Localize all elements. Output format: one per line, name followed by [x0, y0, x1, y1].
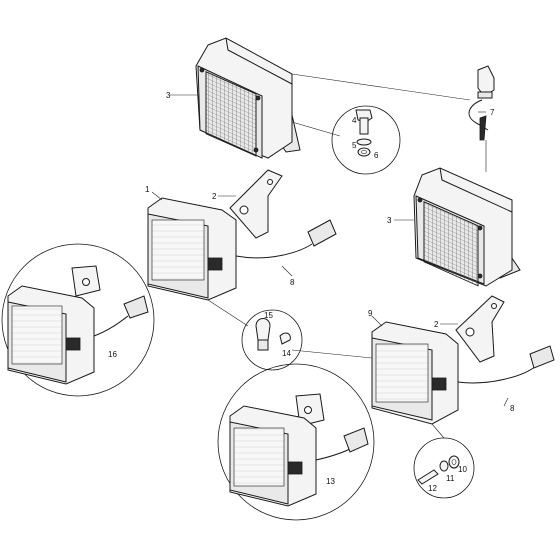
- callout-6: 6: [374, 151, 379, 160]
- work-lamp-upper: [195, 37, 301, 159]
- callout-9: 9: [368, 309, 373, 318]
- callout-3-upper: 3: [166, 91, 171, 100]
- bolt-washer-group: [331, 105, 401, 175]
- callout-14: 14: [282, 349, 291, 358]
- bracket-upper: [229, 169, 283, 239]
- callout-10: 10: [458, 465, 467, 474]
- detail-circle-fasteners: [413, 437, 475, 499]
- detail-circle-13: [217, 363, 375, 521]
- callout-2-lower: 2: [434, 320, 439, 329]
- callout-16: 16: [108, 350, 117, 359]
- work-lamp-lower: [413, 167, 521, 287]
- callout-1: 1: [145, 185, 150, 194]
- tail-lamp-1: [147, 197, 337, 301]
- callout-11: 11: [446, 474, 455, 483]
- callout-leaders: [151, 94, 509, 407]
- bracket-lower: [455, 295, 505, 363]
- callout-3-lower: 3: [387, 216, 392, 225]
- callout-8-upper: 8: [290, 278, 295, 287]
- callout-2-upper: 2: [212, 192, 217, 201]
- tail-lamp-9: [371, 321, 555, 425]
- callout-15: 15: [264, 311, 273, 320]
- callout-labels: 3 3 1 2 2 4 5 6 7 8 8 9 10 11 12 13 14 1…: [108, 91, 515, 493]
- callout-8-lower: 8: [510, 404, 515, 413]
- assembly-lines: [207, 73, 487, 439]
- callout-12: 12: [428, 484, 437, 493]
- callout-7: 7: [490, 108, 495, 117]
- callout-4: 4: [352, 116, 357, 125]
- callout-5: 5: [352, 141, 357, 150]
- detail-circle-15: [241, 309, 303, 371]
- detail-circle-16: [1, 243, 155, 397]
- callout-13: 13: [326, 477, 335, 486]
- halogen-bulb: [468, 65, 495, 141]
